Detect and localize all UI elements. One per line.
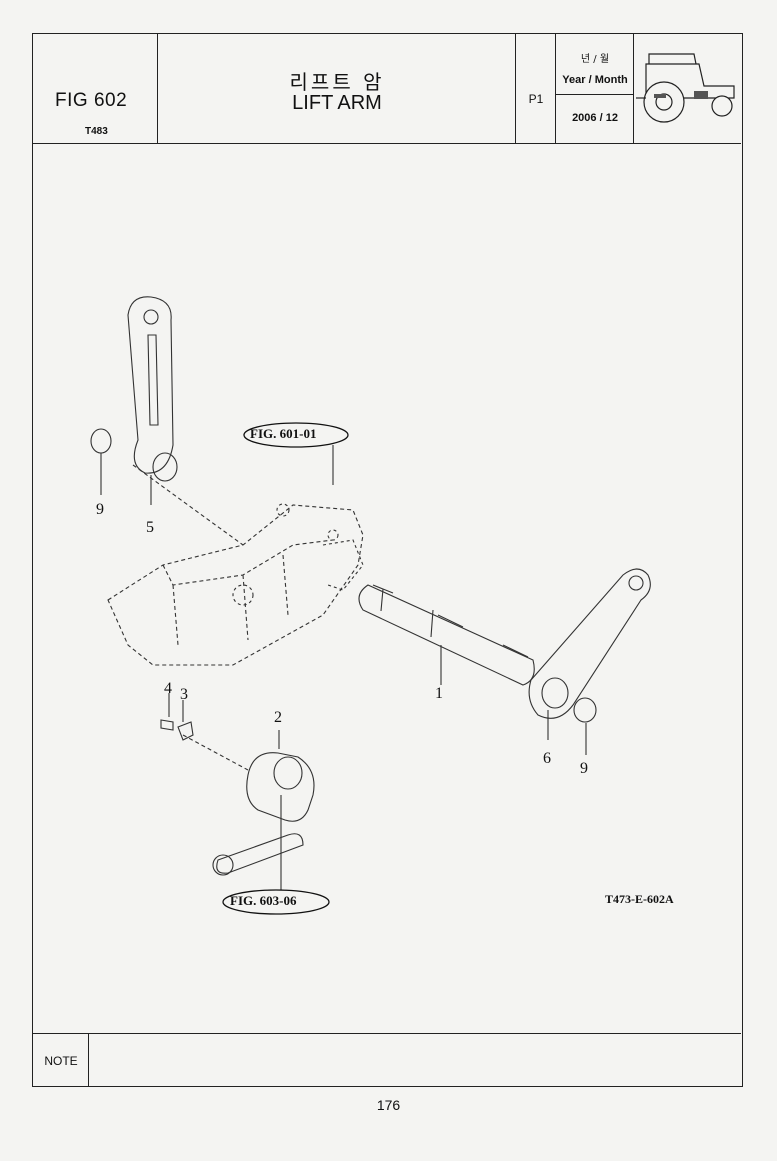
housing-outline	[107, 504, 364, 666]
drawing-code: T473-E-602A	[605, 892, 674, 906]
snap-ring-left	[90, 428, 112, 454]
title-english: LIFT ARM	[292, 92, 382, 114]
exploded-diagram: FIG. 601-01 FIG. 603-06 1 2 3 4 5 6 9 9 …	[33, 145, 741, 1033]
note-label-cell: NOTE	[33, 1034, 89, 1086]
page-frame: FIG 602 T483 리프트 암 LIFT ARM P1 년 / 월 Yea…	[32, 33, 743, 1087]
title-cell: 리프트 암 LIFT ARM	[158, 34, 516, 143]
part-label-3: 3	[180, 686, 188, 703]
callout-fig-601: FIG. 601-01	[250, 426, 317, 441]
bolt	[160, 719, 174, 731]
lift-arm-left	[127, 296, 174, 474]
callout-ring-603	[222, 889, 330, 915]
part-label-5: 5	[146, 519, 154, 536]
year-month-value: 2006 / 12	[572, 112, 618, 124]
thumbnail-cell	[634, 34, 741, 143]
date-divider	[556, 94, 634, 95]
link-rod	[216, 833, 304, 874]
lock-plate	[177, 721, 194, 741]
tractor-icon	[636, 53, 735, 123]
figure-number: FIG 602	[55, 90, 128, 111]
model-code: T483	[85, 126, 108, 137]
diagram-drawing	[90, 296, 651, 915]
callout-fig-603: FIG. 603-06	[230, 893, 297, 908]
part-label-2: 2	[274, 709, 282, 726]
lift-cam	[246, 752, 315, 822]
year-month-korean: 년 / 월	[580, 54, 610, 65]
part-label-9-right: 9	[580, 760, 588, 777]
figure-number-cell: FIG 602 T483	[33, 34, 158, 143]
note-row: NOTE	[33, 1033, 741, 1086]
date-cell: 년 / 월 Year / Month 2006 / 12	[556, 34, 634, 143]
page-number: 176	[376, 1097, 401, 1113]
title-korean: 리프트 암	[289, 70, 385, 94]
page-indicator: P1	[528, 92, 544, 106]
callout-ring-601	[243, 422, 349, 448]
lift-shaft	[358, 584, 535, 686]
part-label-6: 6	[543, 750, 551, 767]
year-month-label: Year / Month	[562, 74, 628, 86]
page-cell: P1	[516, 34, 556, 143]
part-label-4: 4	[164, 680, 172, 697]
part-label-1: 1	[435, 685, 443, 702]
note-label: NOTE	[44, 1054, 78, 1068]
part-label-9-left: 9	[96, 501, 104, 518]
snap-ring-right	[573, 697, 597, 723]
lift-arm-right	[528, 568, 651, 719]
header-table: FIG 602 T483 리프트 암 LIFT ARM P1 년 / 월 Yea…	[33, 34, 741, 144]
